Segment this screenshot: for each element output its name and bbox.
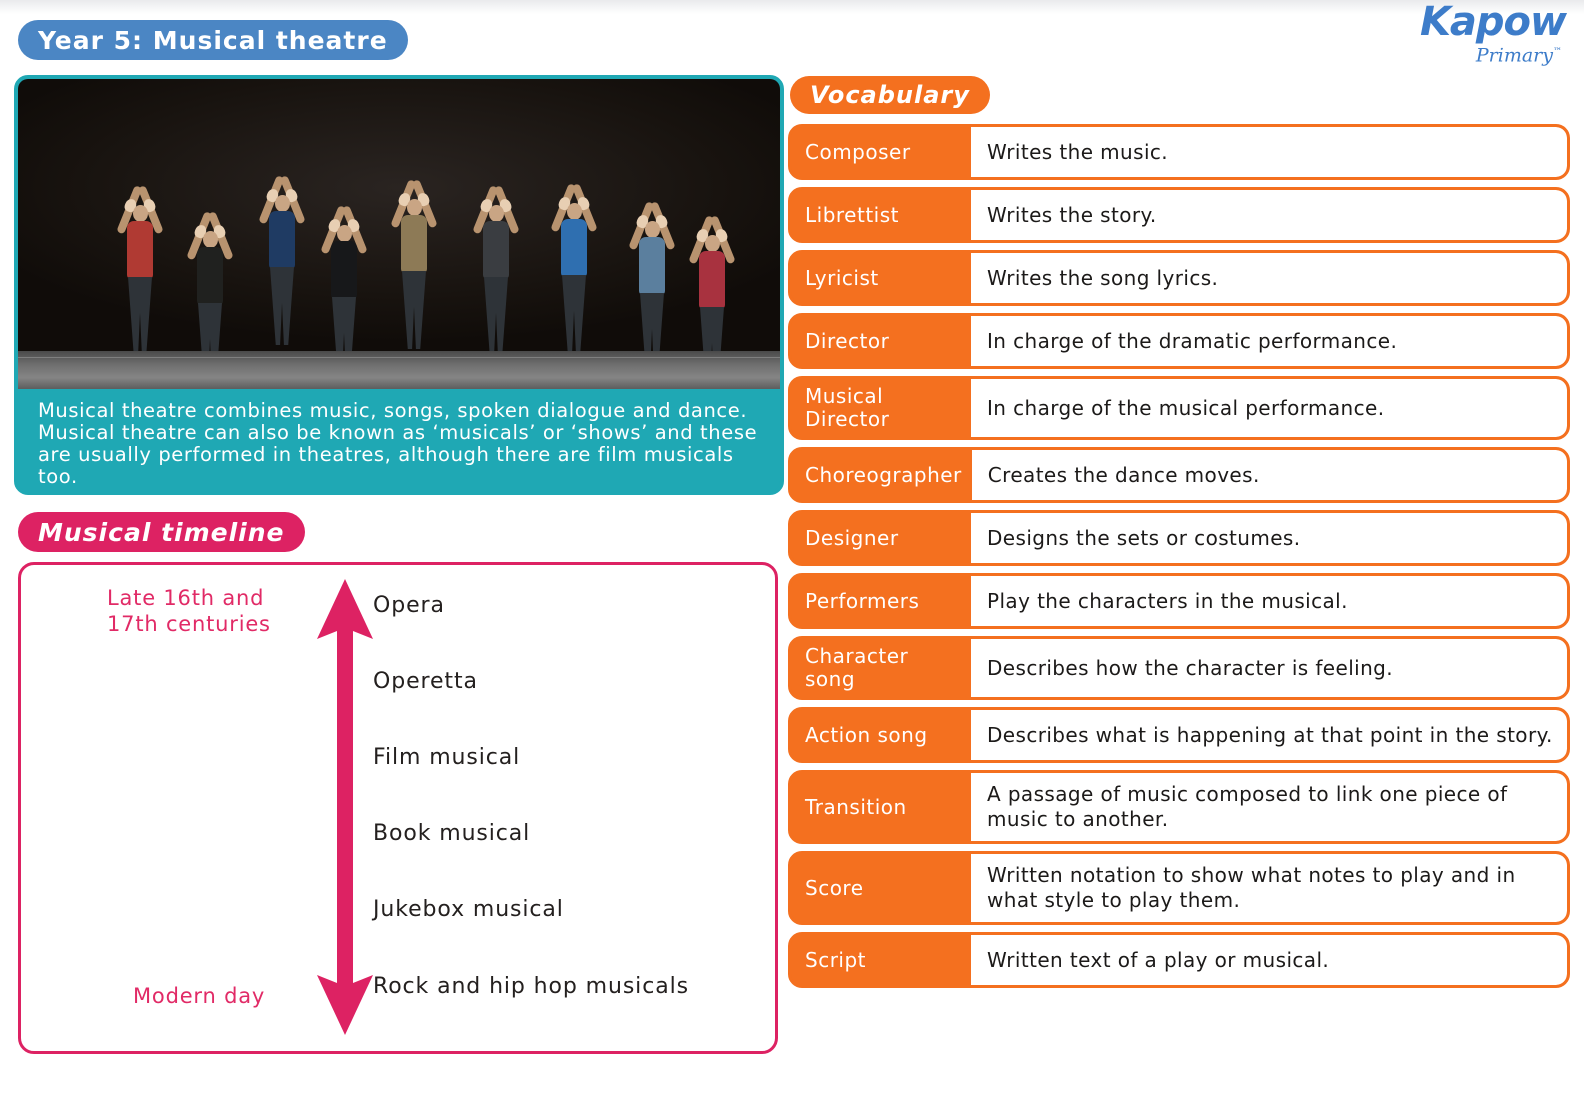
vocabulary-term: Director <box>791 316 971 366</box>
head-icon <box>203 231 218 248</box>
timeline-card: Late 16th and 17th centuries Modern day … <box>18 562 778 1054</box>
vocabulary-definition: Describes what is happening at that poin… <box>971 710 1567 760</box>
stage-photo <box>18 79 780 389</box>
vocabulary-term: Musical Director <box>791 379 971 437</box>
vocabulary-term: Lyricist <box>791 253 971 303</box>
legs-icon <box>402 271 426 349</box>
head-icon <box>705 235 720 252</box>
vocabulary-definition: Writes the story. <box>971 190 1567 240</box>
head-icon <box>337 225 352 242</box>
logo-wordmark: Kapow <box>1419 0 1567 45</box>
timeline-era-bottom: Modern day <box>133 984 266 1008</box>
performer-figure <box>318 179 370 375</box>
vocabulary-term: Action song <box>791 710 971 760</box>
performer-figure <box>470 159 522 355</box>
timeline-item: Rock and hip hop musicals <box>373 974 689 999</box>
vocabulary-row: Action song Describes what is happening … <box>788 707 1570 763</box>
torso-icon <box>401 215 427 273</box>
vocabulary-row: Script Written text of a play or musical… <box>788 932 1570 988</box>
torso-icon <box>269 211 295 269</box>
timeline-item: Operetta <box>373 669 478 694</box>
vocabulary-definition: Creates the dance moves. <box>971 450 1567 500</box>
vocabulary-term: Script <box>791 935 971 985</box>
trademark-symbol: ™ <box>1553 47 1562 57</box>
timeline-item: Opera <box>373 593 445 618</box>
vocabulary-row: Choreographer Creates the dance moves. <box>788 447 1570 503</box>
torso-icon <box>639 237 665 295</box>
vocabulary-definition: Describes how the character is feeling. <box>971 639 1567 697</box>
head-icon <box>645 221 660 238</box>
vocabulary-definition: Play the characters in the musical. <box>971 576 1567 626</box>
timeline-era-top: Late 16th and 17th centuries <box>107 586 271 636</box>
torso-icon <box>483 221 509 279</box>
page-title: Year 5: Musical theatre <box>18 20 408 60</box>
double-arrow-icon <box>317 579 373 1035</box>
vocabulary-row: Librettist Writes the story. <box>788 187 1570 243</box>
vocabulary-definition: Written notation to show what notes to p… <box>971 854 1567 922</box>
performer-figure <box>548 157 600 355</box>
top-gradient-strip <box>0 0 1584 14</box>
legs-icon <box>562 275 586 353</box>
photo-caption: Musical theatre combines music, songs, s… <box>38 399 758 488</box>
timeline-item: Jukebox musical <box>373 897 564 922</box>
timeline-item: Book musical <box>373 821 531 846</box>
stage-floor <box>18 351 780 389</box>
performer-figure <box>388 153 440 359</box>
legs-icon <box>484 277 508 355</box>
vocabulary-definition: In charge of the musical performance. <box>971 379 1567 437</box>
torso-icon <box>331 241 357 299</box>
head-icon <box>567 203 582 220</box>
head-icon <box>275 195 290 212</box>
torso-icon <box>197 247 223 305</box>
vocabulary-row: Composer Writes the music. <box>788 124 1570 180</box>
vocabulary-term: Choreographer <box>791 450 972 500</box>
vocabulary-row: Score Written notation to show what note… <box>788 851 1570 925</box>
vocabulary-definition: Designs the sets or costumes. <box>971 513 1567 563</box>
vocabulary-term: Transition <box>791 773 971 841</box>
vocabulary-table: Composer Writes the music. Librettist Wr… <box>788 124 1570 995</box>
performer-figure <box>184 185 236 381</box>
vocabulary-term: Composer <box>791 127 971 177</box>
vocabulary-term: Character song <box>791 639 971 697</box>
vocabulary-row: Lyricist Writes the song lyrics. <box>788 250 1570 306</box>
timeline-item: Film musical <box>373 745 521 770</box>
vocabulary-row: Transition A passage of music composed t… <box>788 770 1570 844</box>
logo-subtitle: Primary™ <box>1475 44 1562 67</box>
torso-icon <box>127 221 153 279</box>
vocabulary-term: Score <box>791 854 971 922</box>
head-icon <box>489 205 504 222</box>
vocabulary-term: Librettist <box>791 190 971 240</box>
performer-figure <box>256 149 308 345</box>
performer-figure <box>686 189 738 385</box>
vocabulary-definition: In charge of the dramatic performance. <box>971 316 1567 366</box>
head-icon <box>133 205 148 222</box>
vocabulary-definition: Written text of a play or musical. <box>971 935 1567 985</box>
head-icon <box>407 199 422 216</box>
photo-card: Musical theatre combines music, songs, s… <box>14 75 784 495</box>
torso-icon <box>699 251 725 309</box>
performer-figure <box>626 175 678 371</box>
legs-icon <box>270 267 294 345</box>
vocabulary-definition: Writes the song lyrics. <box>971 253 1567 303</box>
performer-figure <box>114 159 166 355</box>
kapow-primary-logo: Kapow Primary™ <box>1416 0 1567 67</box>
vocabulary-term: Performers <box>791 576 971 626</box>
vocabulary-row: Character song Describes how the charact… <box>788 636 1570 700</box>
timeline-heading: Musical timeline <box>18 512 305 552</box>
legs-icon <box>128 277 152 355</box>
vocabulary-row: Designer Designs the sets or costumes. <box>788 510 1570 566</box>
vocabulary-heading: Vocabulary <box>790 76 990 114</box>
vocabulary-term: Designer <box>791 513 971 563</box>
vocabulary-definition: A passage of music composed to link one … <box>971 773 1567 841</box>
vocabulary-row: Musical Director In charge of the musica… <box>788 376 1570 440</box>
vocabulary-row: Director In charge of the dramatic perfo… <box>788 313 1570 369</box>
vocabulary-definition: Writes the music. <box>971 127 1567 177</box>
vocabulary-row: Performers Play the characters in the mu… <box>788 573 1570 629</box>
torso-icon <box>561 219 587 277</box>
